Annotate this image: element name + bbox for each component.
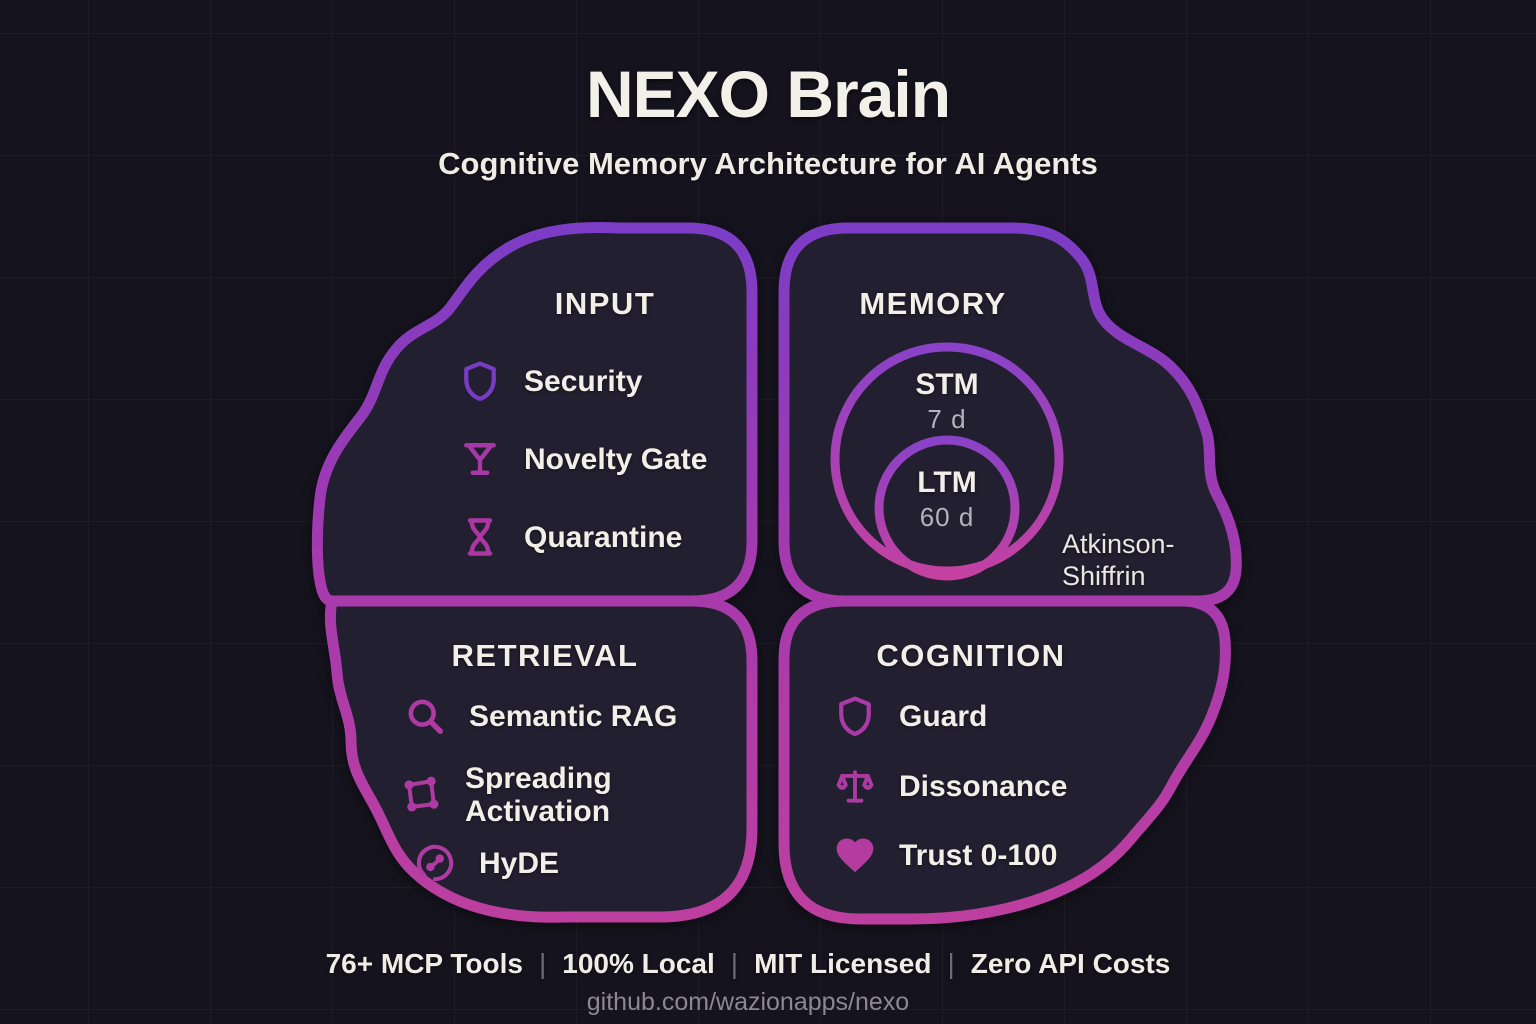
cognition-quadrant-shape	[778, 595, 1231, 925]
ltm-label: LTM	[917, 466, 977, 499]
list-item: HyDE	[413, 835, 559, 891]
hourglass-icon	[458, 515, 502, 559]
page-title: NEXO Brain	[585, 57, 951, 131]
footer-stats: 76+ MCP Tools | 100% Local | MIT Licensed | Ze…	[0, 948, 1496, 980]
stat-license: MIT Licensed	[754, 948, 932, 979]
page-subtitle: Cognitive Memory Architecture for AI Age…	[438, 146, 1098, 181]
stat-api-costs: Zero API Costs	[970, 948, 1171, 979]
list-item: Semantic RAG	[403, 688, 677, 744]
funnel-icon	[458, 437, 502, 481]
separator: |	[538, 948, 547, 979]
separator: |	[947, 948, 955, 979]
memory-header: MEMORY	[859, 286, 1007, 321]
shield-icon	[833, 694, 877, 738]
shield-icon	[458, 359, 502, 403]
item-label: Novelty Gate	[524, 442, 708, 476]
cognition-header: COGNITION	[876, 638, 1066, 673]
stat-mcp-tools: 76+ MCP Tools	[325, 948, 523, 979]
item-label: Semantic RAG	[469, 699, 678, 733]
memory-quadrant-shape	[778, 222, 1242, 607]
search-icon	[403, 694, 447, 738]
item-label: Dissonance	[899, 769, 1068, 803]
item-label: Guard	[899, 699, 988, 733]
item-label: HyDE	[479, 846, 560, 880]
item-label: Trust 0-100	[899, 838, 1058, 872]
list-item: Spreading Activation	[399, 749, 680, 841]
network-icon	[399, 773, 443, 817]
memory-model-line2: Shiffrin	[1062, 561, 1146, 592]
list-item: Security	[458, 353, 642, 409]
ltm-duration: 60 d	[919, 502, 975, 532]
stm-duration: 7 d	[927, 404, 967, 434]
memory-model-line1: Atkinson-	[1062, 529, 1175, 559]
list-item: Trust 0-100	[833, 827, 1057, 883]
item-label: Quarantine	[524, 520, 683, 554]
list-item: Quarantine	[458, 509, 682, 565]
item-label: Security	[524, 364, 643, 398]
separator: |	[730, 948, 739, 979]
input-header: INPUT	[554, 286, 656, 321]
retrieval-header: RETRIEVAL	[451, 638, 639, 673]
item-label: Spreading Activation	[465, 762, 612, 828]
stm-circle	[830, 342, 1064, 576]
memory-model-note: Atkinson- Shiffrin	[1062, 528, 1175, 593]
list-item: Dissonance	[833, 758, 1067, 814]
stat-local: 100% Local	[562, 948, 715, 979]
github-url: github.com/wazionapps/nexo	[586, 988, 910, 1016]
scale-icon	[833, 764, 877, 808]
list-item: Novelty Gate	[458, 431, 707, 487]
heart-icon	[833, 833, 877, 877]
list-item: Guard	[833, 688, 987, 744]
retrieval-quadrant-shape	[324, 595, 758, 923]
hypothesis-icon	[413, 841, 457, 885]
stm-label: STM	[915, 368, 979, 401]
ltm-circle	[874, 435, 1020, 581]
input-quadrant-shape	[311, 222, 758, 607]
